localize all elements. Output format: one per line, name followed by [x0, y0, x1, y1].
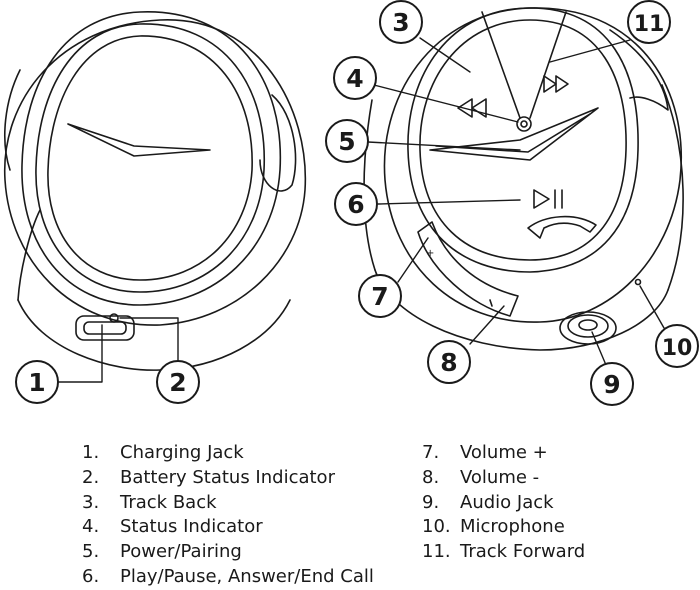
legend-number: 8. — [422, 466, 440, 488]
legend-number: 11. — [422, 541, 451, 563]
callout-9: 9 — [603, 370, 620, 399]
svg-text:+: + — [426, 248, 434, 259]
callout-1: 1 — [28, 368, 45, 397]
legend-label: Volume - — [460, 466, 540, 488]
legend-label: Microphone — [460, 516, 565, 538]
legend-item: 10. Microphone — [422, 515, 585, 540]
legend-number: 1. — [82, 442, 100, 463]
legend-label: Status Indicator — [120, 516, 263, 538]
legend-label: Track Back — [120, 491, 217, 513]
callout-4: 4 — [346, 64, 363, 93]
left-ear-cup-illustration — [3, 11, 307, 371]
callout-3: 3 — [392, 8, 409, 37]
callout-6: 6 — [347, 190, 364, 219]
legend-item: 4. Status Indicator — [82, 515, 374, 540]
legend-label: Battery Status Indicator — [120, 466, 335, 488]
callout-2: 2 — [169, 368, 186, 397]
legend-item: 8. Volume - — [422, 466, 585, 491]
legend-item: 3. Track Back — [82, 491, 374, 516]
legend-number: 3. — [82, 491, 100, 513]
callout-numbers: 1 2 3 4 5 6 7 8 9 10 11 — [28, 8, 692, 399]
legend-label: Play/Pause, Answer/End Call — [120, 565, 374, 587]
headphone-ear-cup-diagram: + — [3, 0, 699, 406]
legend-number: 7. — [422, 442, 440, 463]
right-ear-cup-illustration: + — [363, 7, 684, 351]
callout-8: 8 — [440, 348, 457, 377]
legend-item: 2. Battery Status Indicator — [82, 466, 374, 491]
legend-right-column: 7. Volume + 8. Volume - 9. Audio Jack 10. Mi… — [422, 441, 585, 565]
legend-item: 5. Power/Pairing — [82, 540, 374, 565]
legend-number: 5. — [82, 541, 100, 563]
callout-circles — [15, 0, 699, 406]
callout-11: 11 — [634, 12, 665, 37]
callout-7: 7 — [371, 282, 388, 311]
callout-10: 10 — [662, 336, 693, 361]
legend-number: 6. — [82, 565, 100, 587]
legend-label: Charging Jack — [120, 442, 244, 463]
legend-label: Power/Pairing — [120, 541, 242, 563]
legend-label: Audio Jack — [460, 491, 554, 513]
legend-number: 4. — [82, 516, 100, 538]
legend-item: 1. Charging Jack — [82, 441, 374, 466]
legend-label: Track Forward — [460, 541, 586, 563]
legend-label: Volume + — [460, 442, 548, 463]
legend-item: 11. Track Forward — [422, 540, 585, 565]
legend-number: 2. — [82, 466, 100, 488]
legend-item: 7. Volume + — [422, 441, 585, 466]
legend-number: 9. — [422, 491, 440, 513]
legend-left-column: 1. Charging Jack 2. Battery Status Indicat… — [82, 441, 374, 590]
callout-5: 5 — [338, 127, 355, 156]
leader-lines — [57, 37, 665, 383]
legend-number: 10. — [422, 516, 451, 538]
legend-item: 6. Play/Pause, Answer/End Call — [82, 565, 374, 590]
legend-item: 9. Audio Jack — [422, 491, 585, 516]
